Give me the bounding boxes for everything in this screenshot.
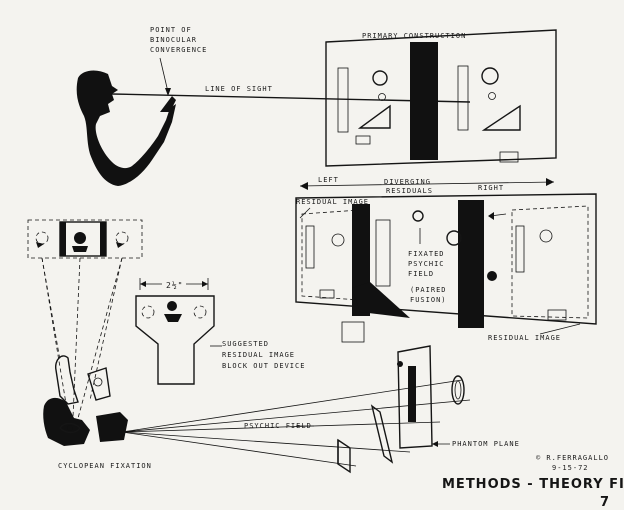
svg-text:© R.FERRAGALLO: © R.FERRAGALLO (536, 454, 609, 462)
svg-text:LEFT: LEFT (318, 176, 339, 184)
residual-image-bottom-label: RESIDUAL IMAGE (488, 334, 561, 342)
phantom-plane: PHANTOM PLANE (397, 345, 520, 449)
svg-text:(PAIRED: (PAIRED (410, 286, 447, 294)
svg-text:BLOCK OUT DEVICE: BLOCK OUT DEVICE (222, 362, 305, 370)
viewer-head-figure (76, 70, 176, 186)
line-of-sight-label: LINE OF SIGHT (205, 85, 273, 93)
svg-text:DIVERGING: DIVERGING (384, 178, 431, 186)
svg-text:PSYCHIC: PSYCHIC (408, 260, 445, 268)
svg-text:CONVERGENCE: CONVERGENCE (150, 46, 207, 54)
measurement-label: 2½" (166, 280, 183, 290)
svg-text:BINOCULAR: BINOCULAR (150, 36, 197, 44)
figure-title: METHODS - THEORY FIG. (442, 477, 624, 492)
svg-text:RESIDUAL IMAGE: RESIDUAL IMAGE (222, 351, 295, 359)
svg-text:RESIDUAL IMAGE: RESIDUAL IMAGE (296, 198, 369, 206)
cyclopean-fixation-label: CYCLOPEAN FIXATION (58, 462, 152, 470)
psychic-field-planes: PSYCHIC FIELD (244, 361, 403, 474)
diverging-residuals-arrows: LEFT DIVERGING RESIDUALS RIGHT (299, 176, 555, 195)
svg-text:PHANTOM PLANE: PHANTOM PLANE (452, 440, 520, 448)
figure-number: 7 (600, 495, 610, 510)
svg-text:PSYCHIC FIELD: PSYCHIC FIELD (244, 422, 312, 430)
svg-text:RESIDUALS: RESIDUALS (386, 187, 433, 195)
binocular-convergence-label: POINT OF BINOCULAR CONVERGENCE (150, 26, 207, 96)
svg-text:POINT OF: POINT OF (150, 26, 192, 34)
svg-text:FIELD: FIELD (408, 270, 434, 278)
seated-viewer-figure (43, 355, 128, 446)
fixated-psychic-field-label: FIXATED (408, 250, 445, 258)
svg-text:SUGGESTED: SUGGESTED (222, 340, 269, 348)
primary-construction-panel: PRIMARY CONSTRUCTION (325, 29, 557, 167)
convergence-dashed-lines (41, 257, 123, 441)
signature: © R.FERRAGALLO 9-15-72 (536, 454, 609, 472)
block-out-device: 2½" SUGGESTED RESIDUAL IMAGE BLOCK OUT D… (135, 278, 305, 385)
svg-text:PRIMARY CONSTRUCTION: PRIMARY CONSTRUCTION (362, 32, 466, 40)
svg-text:9-15-72: 9-15-72 (552, 464, 589, 472)
svg-text:RIGHT: RIGHT (478, 184, 504, 192)
cyclopean-strip (27, 219, 143, 259)
fixated-psychic-field-panel: RESIDUAL IMAGE FIXATED PSYCHIC FIELD (PA… (295, 193, 597, 343)
svg-text:FUSION): FUSION) (410, 296, 447, 304)
